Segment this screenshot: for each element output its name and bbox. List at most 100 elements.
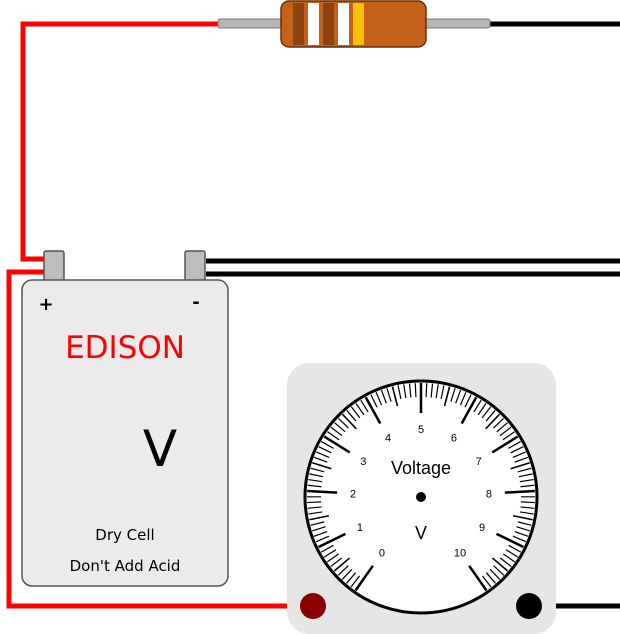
resistor-lead-left [217,18,289,29]
voltmeter-tick [510,446,524,454]
red-wire-top [20,21,222,262]
voltmeter-tick [309,514,330,521]
voltmeter-tick [318,446,332,454]
battery-positive-terminal[interactable] [43,250,65,282]
voltmeter-tick [312,461,332,470]
voltmeter-tick [489,568,501,580]
voltmeter-tick [330,557,343,568]
voltmeter-tick [430,383,434,398]
voltmeter-tick [495,532,525,549]
voltmeter-tick [310,521,325,526]
voltmeter-tick [514,456,529,463]
voltmeter-tick [473,399,482,413]
voltmeter-tick [496,422,508,433]
voltmeter-tick [519,511,534,515]
voltmeter-tick [308,478,323,483]
voltmeter-tick [517,521,532,526]
voltmeter-scale-label: 6 [451,433,457,445]
voltmeter-tick [485,572,496,584]
resistor-bands [293,3,364,45]
voltmeter-tick [443,386,451,407]
battery[interactable]: + - EDISON V Dry Cell Don't Add Acid [21,279,229,587]
voltmeter-tick [520,506,535,509]
voltmeter-tick [491,557,509,572]
voltmeter-tick [327,431,340,441]
voltmeter-tick [403,384,407,399]
voltmeter-tick [512,451,526,458]
voltmeter-tick [307,506,322,509]
voltmeter-tick [330,426,343,437]
voltmeter-tick [460,396,478,425]
voltmeter-tick [386,388,392,402]
voltmeter-tick [360,399,369,413]
voltmeter-black-terminal[interactable] [516,593,542,619]
battery-negative-terminal[interactable] [184,250,206,282]
voltmeter-tick [350,575,361,588]
voltmeter-tick [313,456,328,463]
voltmeter-tick [502,431,515,441]
voltmeter-tick [321,441,334,449]
voltmeter-tick [346,572,357,584]
voltmeter-tick [499,557,512,568]
red-wire-meter [6,269,313,609]
voltmeter-tick [455,389,462,404]
voltmeter-tick [350,406,361,419]
voltmeter-scale-label: 7 [476,456,482,468]
resistor[interactable] [217,0,491,48]
battery-brand: EDISON [65,330,185,366]
voltmeter-scale-label: 0 [379,548,385,560]
voltmeter-tick [464,394,472,408]
voltmeter-tick [440,385,445,400]
voltmeter-tick [512,535,527,543]
voltmeter-tick [450,388,456,402]
voltmeter-tick [517,467,532,473]
voltmeter-tick [499,426,512,437]
voltmeter-tick [493,417,504,429]
battery-minus-sign: - [192,292,199,313]
voltmeter-tick [505,549,519,558]
voltmeter-scale-label: 8 [486,488,492,500]
voltmeter-tick [510,461,530,470]
voltmeter-tick [315,535,330,543]
voltmeter-scale-label: 3 [360,456,366,468]
voltmeter-scale-label: 5 [418,424,424,436]
voltmeter-tick [375,391,383,406]
voltmeter-tick [311,526,326,532]
battery-plus-sign: + [38,294,53,315]
resistor-band [308,3,319,45]
voltmeter-tick [481,406,492,419]
voltmeter-tick [364,396,382,425]
voltmeter-needle-pivot [416,492,426,502]
voltmeter-tick [309,473,324,478]
voltmeter-tick [481,575,492,588]
voltmeter-tick [310,467,325,473]
voltmeter-tick [414,383,417,398]
voltmeter-tick [354,565,374,592]
voltmeter-tick [508,544,522,553]
voltmeter-tick [323,549,337,558]
voltmeter-tick [341,413,357,430]
voltmeter-tick [338,417,349,429]
voltmeter-tick [518,473,533,478]
battery-voltage-label: V [143,420,177,478]
voltmeter-tick [391,386,399,407]
battery-line-2: Don't Add Acid [70,557,181,575]
voltmeter-tick [316,451,330,458]
voltmeter-tick [334,422,346,433]
voltmeter-tick [313,530,328,537]
voltmeter-red-terminal[interactable] [300,593,326,619]
voltmeter-tick [333,557,351,572]
voltmeter-tick [516,526,531,532]
voltmeter-scale-label: 10 [454,548,466,560]
voltmeter-tick [341,568,353,580]
battery-line-1: Dry Cell [95,526,154,544]
voltmeter-unit: V [415,523,427,543]
voltmeter-tick [380,389,387,404]
voltmeter-tick [520,484,535,488]
voltmeter-tick [519,478,534,483]
voltmeter-tick [346,410,357,422]
voltmeter-tick [408,383,412,398]
voltmeter-tick [307,489,338,494]
